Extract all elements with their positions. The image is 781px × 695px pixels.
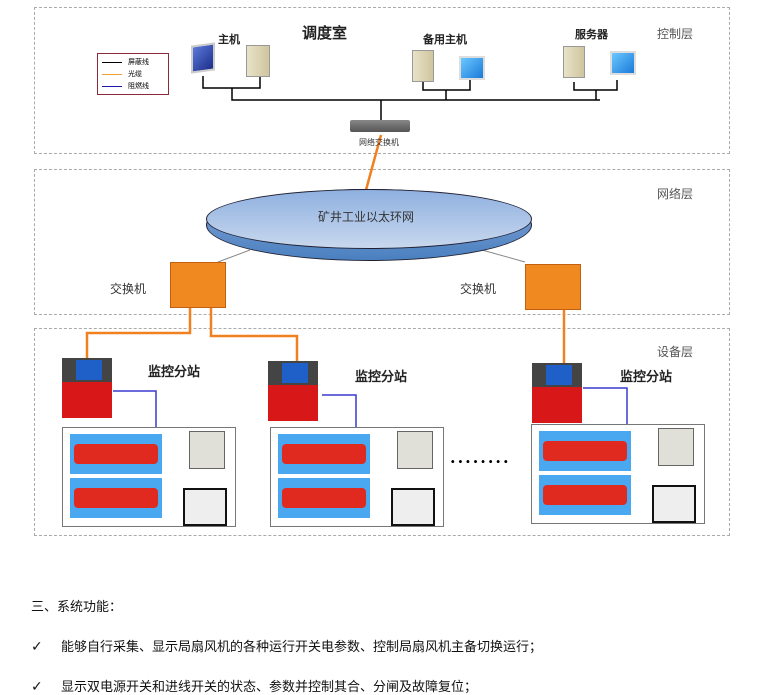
monitor-icon (191, 42, 215, 74)
feature-text: 能够自行采集、显示局扇风机的各种运行开关电参数、控制局扇风机主备切换运行； (61, 640, 543, 655)
station-label: 监控分站 (355, 370, 408, 385)
backup-host-label: 备用主机 (423, 33, 467, 46)
pc-tower-icon (246, 45, 270, 77)
topology-lines (85, 76, 628, 428)
legend-swatch (102, 73, 122, 75)
legend-swatch (102, 61, 122, 63)
dispatch-room-title: 调度室 (302, 24, 348, 42)
station-label: 监控分站 (620, 370, 673, 385)
legend-label: 屏蔽线 (128, 58, 149, 66)
section-heading: 三、系统功能： (31, 600, 123, 615)
legend-item: 阻燃线 (98, 80, 168, 92)
monitoring-station-icon (62, 358, 112, 418)
fan-group-box (531, 424, 705, 524)
server-icon (563, 46, 585, 78)
switch-box-icon (189, 431, 225, 469)
feature-item: ✓ 显示双电源开关和进线开关的状态、参数并控制其合、分闸及故障复位； (31, 676, 477, 695)
monitor-icon (459, 56, 485, 80)
fan-group-box (270, 427, 444, 527)
check-icon: ✓ (31, 679, 43, 695)
dual-power-switch-icon (652, 485, 696, 523)
fan-icon (278, 434, 370, 474)
legend-item: 屏蔽线 (98, 56, 168, 68)
fan-icon (539, 431, 631, 471)
monitoring-station-icon (268, 361, 318, 421)
mine-switch-icon (170, 262, 226, 308)
dual-power-switch-icon (183, 488, 227, 526)
legend-label: 阻燃线 (128, 82, 149, 90)
switch-box-icon (397, 431, 433, 469)
control-layer-label: 控制层 (657, 27, 694, 41)
pc-tower-icon (412, 50, 434, 82)
network-layer-box (34, 169, 730, 315)
switch-right-label: 交换机 (460, 282, 497, 296)
control-layer-box (34, 7, 730, 154)
dual-power-switch-icon (391, 488, 435, 526)
fan-icon (70, 434, 162, 474)
feature-text: 显示双电源开关和进线开关的状态、参数并控制其合、分闸及故障复位； (61, 680, 478, 695)
ethernet-ring-label: 矿井工业以太环网 (318, 210, 415, 224)
legend-swatch (102, 85, 122, 87)
switch-left-label: 交换机 (110, 282, 147, 296)
network-switch-label: 网络交换机 (359, 138, 399, 147)
network-switch-icon (350, 120, 410, 132)
switch-box-icon (658, 428, 694, 466)
mine-switch-icon (525, 264, 581, 310)
legend-item: 光缆 (98, 68, 168, 80)
ethernet-ring-top (206, 189, 532, 249)
station-label: 监控分站 (148, 365, 201, 380)
check-icon: ✓ (31, 639, 43, 655)
fan-icon (70, 478, 162, 518)
legend-label: 光缆 (128, 70, 142, 78)
fan-icon (539, 475, 631, 515)
network-layer-label: 网络层 (657, 187, 694, 201)
device-layer-box (34, 328, 730, 536)
fan-group-box (62, 427, 236, 527)
device-layer-label: 设备层 (657, 345, 694, 359)
ellipsis: ........ (450, 448, 511, 467)
server-label: 服务器 (575, 28, 608, 41)
feature-item: ✓ 能够自行采集、显示局扇风机的各种运行开关电参数、控制局扇风机主备切换运行； (31, 636, 542, 655)
monitoring-station-icon (532, 363, 582, 423)
monitor-icon (610, 51, 636, 75)
host-label: 主机 (218, 33, 240, 46)
legend: 屏蔽线 光缆 阻燃线 (97, 53, 169, 95)
fan-icon (278, 478, 370, 518)
